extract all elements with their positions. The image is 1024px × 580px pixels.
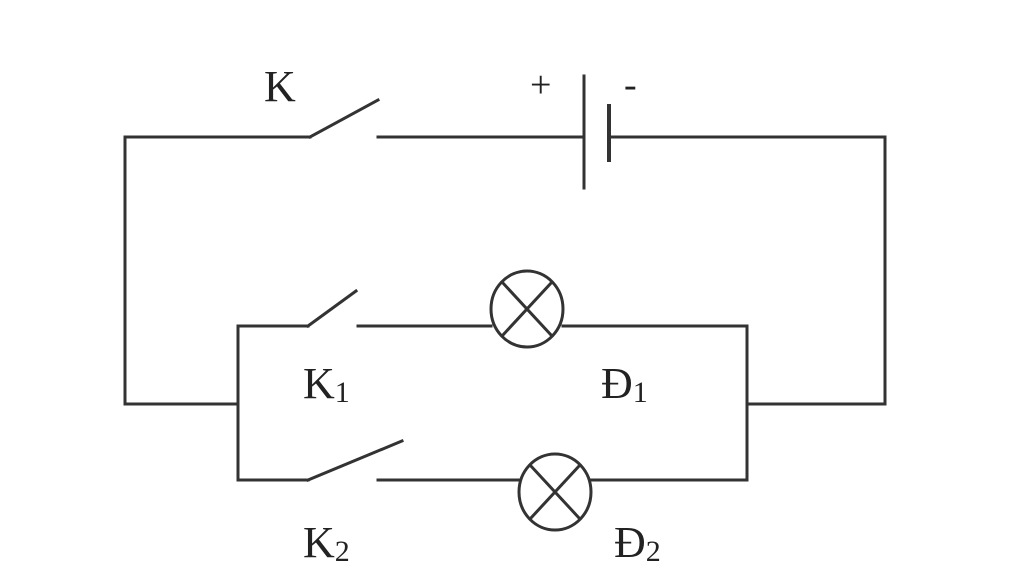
lamp-d2-label: Đ2 <box>614 518 661 568</box>
battery-minus-label: - <box>624 64 637 106</box>
switch-k2-label: K2 <box>303 518 350 568</box>
main-switch-label: K <box>264 62 296 111</box>
parallel-rails <box>236 324 749 482</box>
battery-plus-label: + <box>530 64 551 106</box>
lamp-d1 <box>489 269 565 349</box>
battery <box>582 74 611 190</box>
main-switch <box>307 97 381 140</box>
switch-k1-label: K1 <box>303 359 350 409</box>
lamp-d2 <box>517 452 593 532</box>
switch-k1 <box>305 288 359 329</box>
lamp-d1-label: Đ1 <box>601 359 648 409</box>
main-loop-wires <box>123 135 887 406</box>
switch-k2 <box>306 439 404 482</box>
